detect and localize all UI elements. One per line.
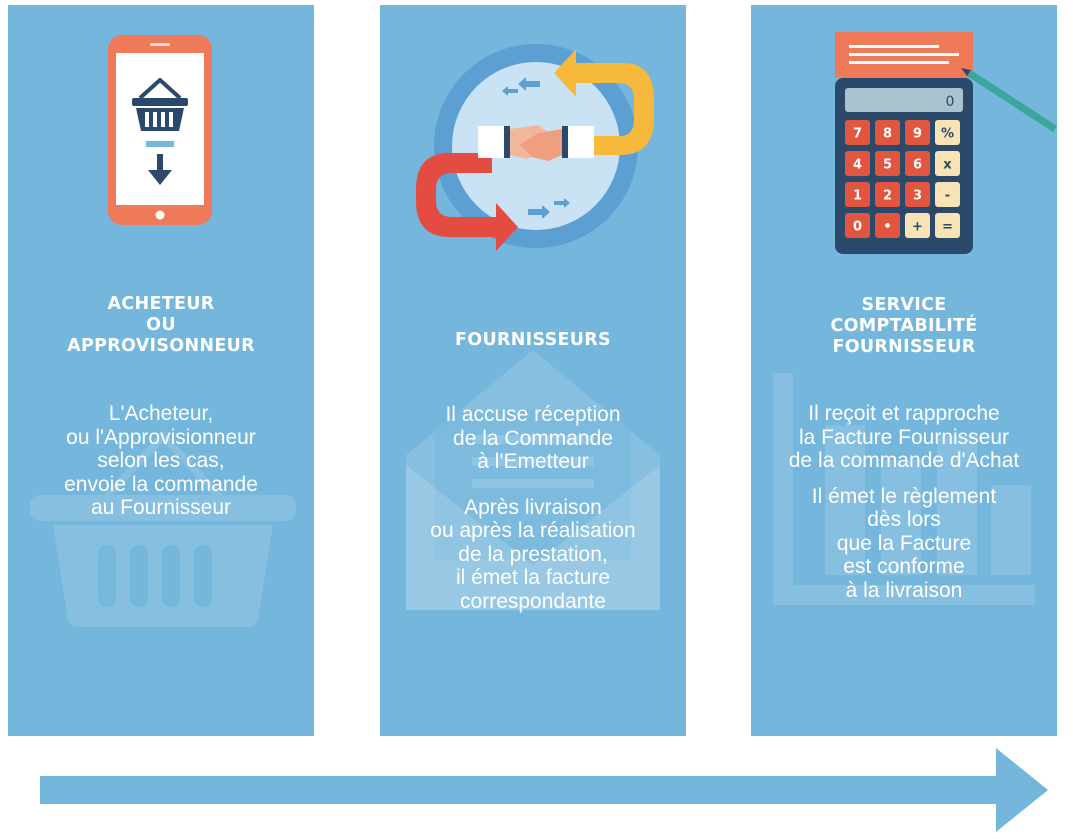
calculator-key-label: 7	[853, 127, 862, 142]
paragraph: Il reçoit et rapproche la Facture Fourni…	[751, 402, 1057, 473]
text-line: ou l'Approvisionneur	[66, 425, 256, 449]
calculator-key	[875, 182, 900, 207]
text-line: à la livraison	[845, 578, 963, 602]
calculator-icon: 0 7 8 9% 4 5 6 x 1 2 3 - 0 • + =	[833, 30, 1057, 260]
column-acheteur: ACHETEUR OU APPROVISONNEUR L'Acheteur, o…	[8, 5, 314, 736]
basket-icon	[30, 430, 296, 627]
calculator-key-label: +	[912, 220, 923, 235]
heading-line: FOURNISSEURS	[455, 330, 611, 350]
handshake-exchange-icon	[408, 41, 663, 256]
paragraph: Il accuse réception de la Commande à l'E…	[380, 403, 686, 474]
calculator-key	[875, 120, 900, 145]
text-line: L'Acheteur,	[108, 402, 214, 425]
calculator-key-label: 2	[883, 189, 892, 204]
text-line: Il accuse réception	[445, 403, 621, 426]
calculator-key-label: 3	[913, 189, 922, 204]
text-line: est conforme	[843, 555, 965, 578]
text-line: au Fournisseur	[90, 496, 232, 519]
calculator-key	[875, 213, 900, 238]
text-line: Après livraison	[464, 495, 602, 519]
envelope-icon	[406, 350, 660, 610]
text-line: il émet la facture	[455, 566, 611, 589]
text-line: Il reçoit et rapproche	[808, 402, 1000, 425]
calculator-key	[845, 151, 870, 176]
text-line: selon les cas,	[97, 449, 225, 472]
calculator-key-label: 4	[853, 158, 862, 173]
paragraph: Il émet le règlement dès lors que la Fac…	[751, 485, 1057, 603]
column-heading: ACHETEUR OU APPROVISONNEUR	[8, 294, 314, 357]
calculator-key-label: -	[945, 189, 950, 204]
text-line: de la prestation,	[458, 542, 608, 566]
column-description: L'Acheteur, ou l'Approvisionneur selon l…	[8, 402, 314, 520]
calculator-key-label: 0	[853, 220, 862, 235]
column-service-comptabilite: 0 7 8 9% 4 5 6 x 1 2 3 - 0 • + = SERVICE COMPTABILITÉ …	[751, 5, 1057, 736]
text-line: que la Facture	[836, 531, 972, 555]
column-description: Il accuse réception de la Commande à l'E…	[380, 403, 686, 613]
calculator-key	[875, 151, 900, 176]
paragraph: Après livraison ou après la réalisation …	[380, 496, 686, 614]
text-line: à l'Emetteur	[477, 450, 589, 473]
heading-line: APPROVISONNEUR	[67, 336, 255, 356]
calculator-key-label: 5	[883, 158, 892, 173]
calculator-key	[845, 120, 870, 145]
calculator-key-label: =	[942, 220, 953, 235]
calculator-key	[905, 151, 930, 176]
text-line: Il émet le règlement	[811, 484, 997, 508]
column-fournisseurs: FOURNISSEURS Il accuse réception de la C…	[380, 5, 686, 736]
smartphone-basket-icon	[106, 33, 216, 233]
heading-line: OU	[146, 315, 176, 335]
text-line: la Facture Fournisseur	[798, 425, 1010, 449]
right-arrow-icon	[40, 748, 1048, 832]
heading-line: COMPTABILITÉ	[830, 316, 978, 336]
calculator-key-label: 1	[853, 189, 862, 204]
calculator-key-label: %	[941, 127, 954, 142]
calculator-key-label: x	[943, 158, 952, 173]
text-line: de la commande d'Achat	[788, 449, 1020, 472]
column-heading: SERVICE COMPTABILITÉ FOURNISSEUR	[751, 295, 1057, 358]
calculator-key-label: •	[883, 220, 891, 235]
calculator-key	[935, 182, 960, 207]
calculator-key	[935, 213, 960, 238]
calculator-key	[905, 213, 930, 238]
calculator-key	[935, 151, 960, 176]
calculator-key	[935, 120, 960, 145]
text-line: dès lors	[867, 508, 941, 531]
calculator-key-label: 6	[913, 158, 922, 173]
calculator-key-label: 8	[883, 127, 892, 142]
column-heading: FOURNISSEURS	[380, 330, 686, 351]
heading-line: SERVICE	[861, 295, 947, 315]
heading-line: FOURNISSEUR	[832, 337, 976, 357]
text-line: de la Commande	[453, 426, 613, 450]
calculator-key	[905, 120, 930, 145]
calculator-display: 0	[946, 94, 955, 110]
calculator-keypad: 7 8 9% 4 5 6 x 1 2 3 - 0 • + =	[845, 120, 960, 238]
calculator-key	[845, 182, 870, 207]
calculator-key	[905, 182, 930, 207]
text-line: ou après la réalisation	[430, 519, 636, 542]
paragraph: L'Acheteur, ou l'Approvisionneur selon l…	[8, 402, 314, 520]
heading-line: ACHETEUR	[107, 294, 215, 314]
text-line: correspondante	[460, 589, 606, 613]
text-line: envoie la commande	[64, 472, 258, 496]
calculator-key-label: 9	[913, 127, 922, 142]
column-description: Il reçoit et rapproche la Facture Fourni…	[751, 402, 1057, 602]
bar-chart-icon	[773, 373, 1035, 605]
calculator-key	[845, 213, 870, 238]
